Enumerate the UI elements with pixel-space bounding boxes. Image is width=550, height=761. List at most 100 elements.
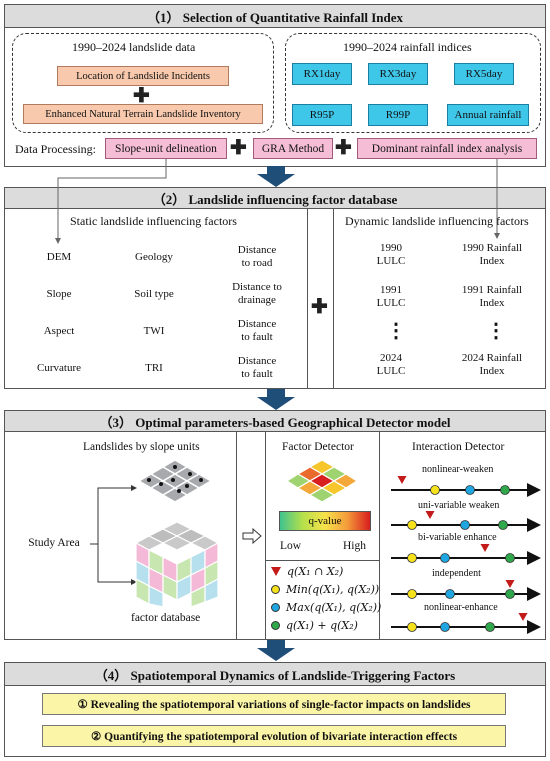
max-marker (440, 622, 450, 632)
factor-distance-drainage-label: Distance to drainage (232, 281, 282, 306)
low-label: Low (280, 540, 302, 552)
ellipsis: ⋮ (386, 320, 406, 342)
factor-distance-drainage: Distance to drainage (221, 278, 293, 310)
plus-icon: ✚ (311, 296, 328, 318)
lulc-1990-label: 1990 LULC (376, 242, 406, 267)
down-arrow-icon (257, 166, 295, 187)
section2-title: （2） Landslide influencing factor databas… (4, 187, 546, 209)
slope-unit-delineation-box: Slope-unit delineation (105, 138, 227, 159)
divider (265, 432, 266, 640)
section4-title: （4） Spatiotemporal Dynamics of Landslide… (4, 662, 546, 686)
min-marker (407, 622, 417, 632)
legend-sum-label: q(X₁) + q(X₂) (286, 619, 358, 632)
blue-dot-icon (271, 603, 280, 612)
legend-intersection-label: q(X₁ ∩ X₂) (287, 565, 344, 578)
lulc-2024: 2024 LULC (355, 348, 427, 382)
interaction-label-nonlinear-weaken: nonlinear-weaken (422, 464, 494, 475)
rainfall-index-box: R95P (292, 104, 352, 126)
factor-distance-road: Distance to road (221, 241, 293, 273)
rainfall-index-box: Annual rainfall (447, 104, 529, 126)
rainfall-index-box: R99P (368, 104, 428, 126)
lulc-1991: 1991 LULC (355, 280, 427, 314)
intersection-triangle-marker (425, 511, 435, 519)
rainfall-index-1990-label: 1990 Rainfall Index (461, 242, 523, 267)
interaction-detector-title: Interaction Detector (412, 441, 505, 453)
ellipsis: ⋮ (486, 320, 506, 342)
max-marker (460, 520, 470, 530)
interaction-label-independent: independent (432, 568, 481, 579)
plus-icon: ✚ (133, 85, 150, 107)
rainfall-index-box: RX5day (454, 63, 514, 85)
factor-twi: TWI (117, 317, 191, 345)
gra-method-box: GRA Method (253, 138, 333, 159)
max-marker (440, 553, 450, 563)
plus-icon: ✚ (335, 137, 352, 159)
down-arrow-icon (257, 640, 295, 661)
divider (236, 432, 237, 640)
landslide-inventory-box: Enhanced Natural Terrain Landslide Inven… (23, 104, 263, 124)
static-factors-title: Static landslide influencing factors (70, 214, 237, 228)
min-marker (430, 485, 440, 495)
max-marker (465, 485, 475, 495)
section4-item-2: ② Quantifying the spatiotemporal evoluti… (42, 725, 506, 747)
rainfall-index-2024: 2024 Rainfall Index (449, 348, 535, 382)
lulc-1990: 1990 LULC (355, 238, 427, 272)
rainfall-index-1990: 1990 Rainfall Index (449, 238, 535, 272)
factor-slope: Slope (28, 280, 90, 308)
factor-detector-title: Factor Detector (282, 441, 354, 453)
rainfall-index-2024-label: 2024 Rainfall Index (461, 352, 523, 377)
divider (265, 560, 379, 561)
factor-distance-fault: Distance to fault (221, 315, 293, 347)
interaction-label-nonlinear-enhance: nonlinear-enhance (424, 602, 498, 613)
factor-geology: Geology (117, 243, 191, 271)
q-value-colorbar: q-value (279, 511, 371, 531)
legend-min-label: Min(q(X₁), q(X₂)) (286, 583, 380, 596)
intersection-triangle-marker (518, 613, 528, 621)
static-divider (307, 209, 308, 389)
intersection-triangle-marker (480, 544, 490, 552)
green-dot-icon (271, 621, 280, 630)
legend-min: Min(q(X₁), q(X₂)) (271, 583, 379, 596)
legend-max: Max(q(X₁), q(X₂)) (271, 601, 381, 614)
factor-distance-fault-label: Distance to fault (237, 318, 277, 343)
landslide-location-box: Location of Landslide Incidents (57, 66, 229, 86)
high-label: High (343, 540, 366, 552)
factor-aspect: Aspect (28, 317, 90, 345)
study-area-arrows (90, 485, 137, 585)
factor-distance-road-label: Distance to road (237, 244, 277, 269)
yellow-dot-icon (271, 585, 280, 594)
min-marker (407, 589, 417, 599)
interaction-label-bi-variable-enhance: bi-variable enhance (418, 532, 497, 543)
intersection-triangle-marker (505, 580, 515, 588)
factor-database-cube-icon (134, 521, 220, 608)
factor-soil-type: Soil type (117, 280, 191, 308)
down-arrow-icon (257, 389, 295, 410)
divider (379, 432, 380, 640)
sum-marker (500, 485, 510, 495)
rainfall-index-box: RX3day (368, 63, 428, 85)
rainfall-index-box: RX1day (292, 63, 352, 85)
lulc-2024-label: 2024 LULC (376, 352, 406, 377)
landslide-data-title: 1990–2024 landslide data (72, 40, 196, 54)
slope-units-grid-icon (137, 459, 213, 503)
min-marker (407, 553, 417, 563)
sum-marker (505, 589, 515, 599)
section4-item-1: ① Revealing the spatiotemporal variation… (42, 693, 506, 715)
rainfall-index-1991: 1991 Rainfall Index (449, 280, 535, 314)
dominant-rainfall-box: Dominant rainfall index analysis (357, 138, 537, 159)
q-value-label: q-value (308, 515, 342, 527)
factor-database-label: factor database (131, 612, 201, 624)
section3-title: （3） Optimal parameters-based Geographica… (4, 410, 546, 432)
rainfall-index-1991-label: 1991 Rainfall Index (461, 284, 523, 309)
lulc-1991-label: 1991 LULC (376, 284, 406, 309)
min-marker (407, 520, 417, 530)
plus-icon: ✚ (230, 137, 247, 159)
dynamic-factors-title: Dynamic landslide influencing factors (345, 214, 529, 228)
factor-dem: DEM (28, 243, 90, 271)
factor-distance-fault-2-label: Distance to fault (237, 355, 277, 380)
intersection-triangle-marker (397, 476, 407, 484)
factor-tri: TRI (117, 354, 191, 382)
sum-marker (505, 553, 515, 563)
sum-marker (498, 520, 508, 530)
rainfall-indices-title: 1990–2024 rainfall indices (343, 40, 472, 54)
